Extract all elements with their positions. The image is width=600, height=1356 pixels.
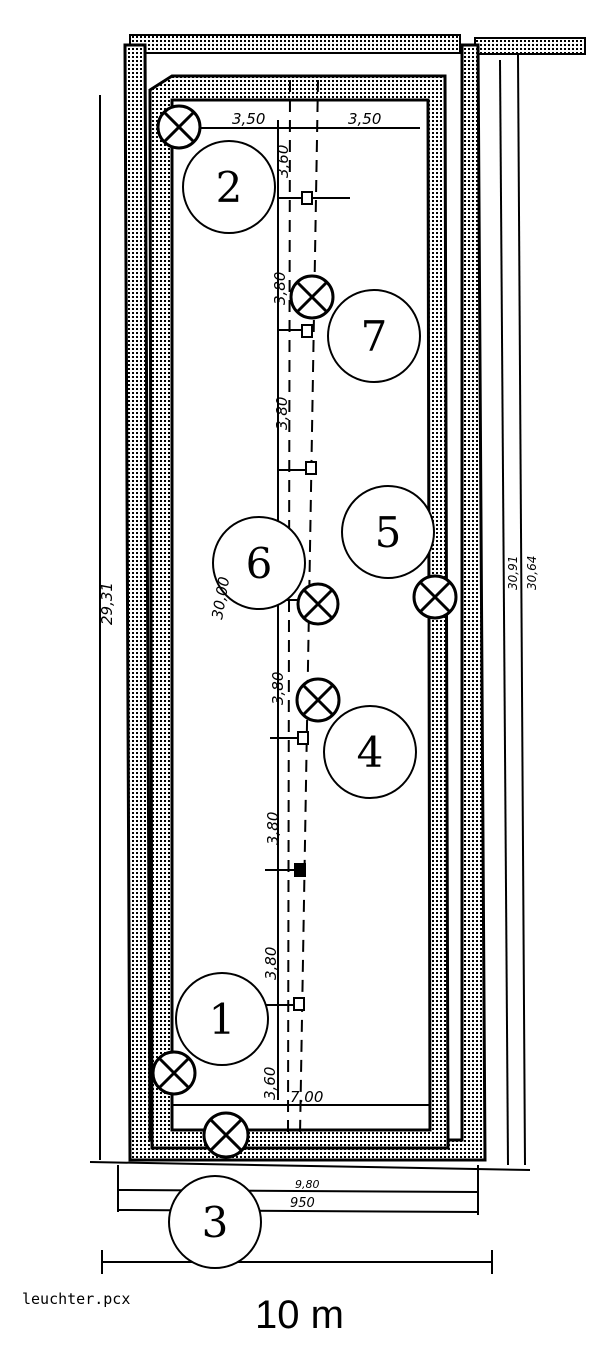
lamp-icon: [151, 1050, 197, 1096]
dim-right-length-inner: 30,91: [506, 556, 520, 590]
outer-wall: [123, 43, 487, 1162]
dim-inner-width: 7,00: [290, 1088, 323, 1106]
light-number-1: 1: [209, 995, 236, 1044]
dim-bottom-vertical: 3,60: [261, 1067, 279, 1100]
dim-bottom-width-inner: 9,80: [295, 1178, 320, 1191]
light-number-5: 5: [375, 508, 402, 557]
dim-spacing-d: 3,80: [264, 812, 282, 845]
top-wall-stub: [129, 34, 461, 54]
lamp-icon: [412, 574, 458, 620]
light-number-7: 7: [361, 312, 388, 361]
light-number-6: 6: [246, 539, 273, 588]
light-number-2: 2: [216, 163, 243, 212]
dim-top-vertical: 3,60: [274, 145, 292, 178]
file-name-label: leuchter.pcx: [22, 1290, 131, 1308]
dim-diagonal-length: 30,00: [208, 575, 233, 620]
axis-line-left: [287, 79, 291, 1136]
numbered-light-circles: [168, 140, 435, 1269]
light-number-3: 3: [202, 1198, 229, 1247]
top-right-wall-stub: [474, 37, 586, 55]
lamp-icons: [151, 104, 458, 1159]
dim-right-length-outer: 30,64: [525, 556, 539, 590]
dim-spacing-e: 3,80: [262, 947, 280, 980]
lamp-icon: [156, 104, 202, 150]
light-number-4: 4: [357, 728, 384, 777]
lamp-icon: [295, 677, 341, 723]
dim-left-length: 29,31: [98, 582, 116, 625]
dim-top-right: 3,50: [348, 110, 381, 128]
dim-top-left: 3,50: [232, 110, 265, 128]
dim-spacing-b: 3,80: [273, 397, 291, 430]
dim-bottom-width-outer: 950: [290, 1196, 315, 1211]
dim-spacing-c: 3,80: [269, 672, 287, 705]
dimension-lines: [89, 54, 531, 1274]
scale-label: 10 m: [255, 1293, 344, 1337]
lamp-icon: [296, 582, 340, 626]
lamp-icon: [289, 274, 335, 320]
dim-spacing-a: 3,80: [271, 272, 289, 305]
lamp-icon: [202, 1111, 250, 1159]
